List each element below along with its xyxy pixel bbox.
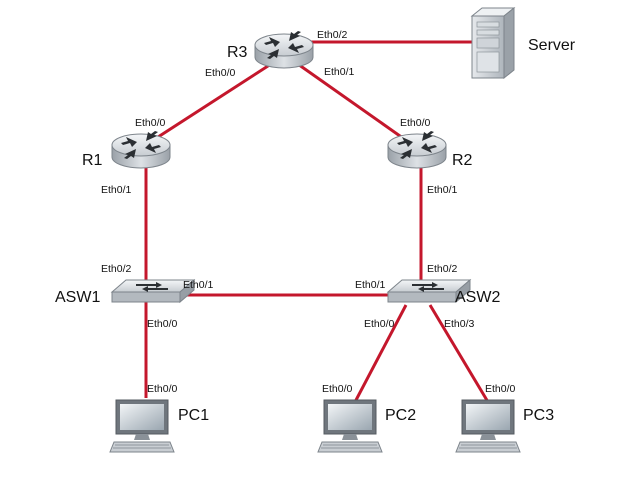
port-label: Eth0/0	[322, 383, 353, 395]
router-r2[interactable]: R2	[387, 130, 473, 169]
link-asw2-pc3	[428, 304, 490, 403]
port-labels: Eth0/2 Eth0/0 Eth0/1 Eth0/0 Eth0/0 Eth0/…	[101, 29, 516, 395]
links	[140, 40, 490, 403]
port-label: Eth0/1	[183, 279, 214, 291]
port-label: Eth0/0	[147, 383, 178, 395]
port-label: Eth0/1	[324, 66, 355, 78]
port-label: Eth0/0	[147, 318, 178, 330]
router-r1[interactable]: R1	[82, 130, 171, 169]
port-label: Eth0/1	[427, 184, 458, 196]
device-label-pc3: PC3	[523, 407, 554, 424]
switch-asw1[interactable]: ASW1	[55, 279, 195, 306]
pc-icon	[455, 399, 521, 453]
device-label-asw1: ASW1	[55, 289, 100, 306]
pc-pc2[interactable]: PC2	[317, 399, 416, 453]
port-label: Eth0/0	[135, 117, 166, 129]
switch-asw2[interactable]: ASW2	[387, 279, 500, 306]
port-label: Eth0/3	[444, 318, 475, 330]
device-label-r2: R2	[452, 152, 473, 169]
server-icon	[470, 6, 516, 80]
pc-icon	[109, 399, 175, 453]
device-label-pc1: PC1	[178, 407, 209, 424]
port-label: Eth0/1	[355, 279, 386, 291]
device-label-asw2: ASW2	[455, 289, 500, 306]
switch-icon	[111, 279, 195, 303]
device-label-server: Server	[528, 37, 576, 54]
device-label-r1: R1	[82, 152, 103, 169]
device-label-pc2: PC2	[385, 407, 416, 424]
port-label: Eth0/2	[427, 263, 458, 275]
port-label: Eth0/0	[205, 67, 236, 79]
router-icon	[387, 130, 447, 169]
server-node[interactable]: Server	[470, 6, 576, 80]
pc-icon	[317, 399, 383, 453]
router-r3[interactable]: R3	[227, 30, 314, 69]
link-r3-r2	[284, 53, 418, 150]
pc-pc3[interactable]: PC3	[455, 399, 554, 453]
link-asw2-pc2	[353, 304, 408, 403]
device-label-r3: R3	[227, 44, 248, 61]
port-label: Eth0/0	[485, 383, 516, 395]
port-label: Eth0/2	[101, 263, 132, 275]
port-label: Eth0/0	[364, 318, 395, 330]
port-label: Eth0/0	[400, 117, 431, 129]
link-r3-r1	[140, 53, 286, 150]
router-icon	[254, 30, 314, 69]
pc-pc1[interactable]: PC1	[109, 399, 209, 453]
port-label: Eth0/2	[317, 29, 348, 41]
port-label: Eth0/1	[101, 184, 132, 196]
